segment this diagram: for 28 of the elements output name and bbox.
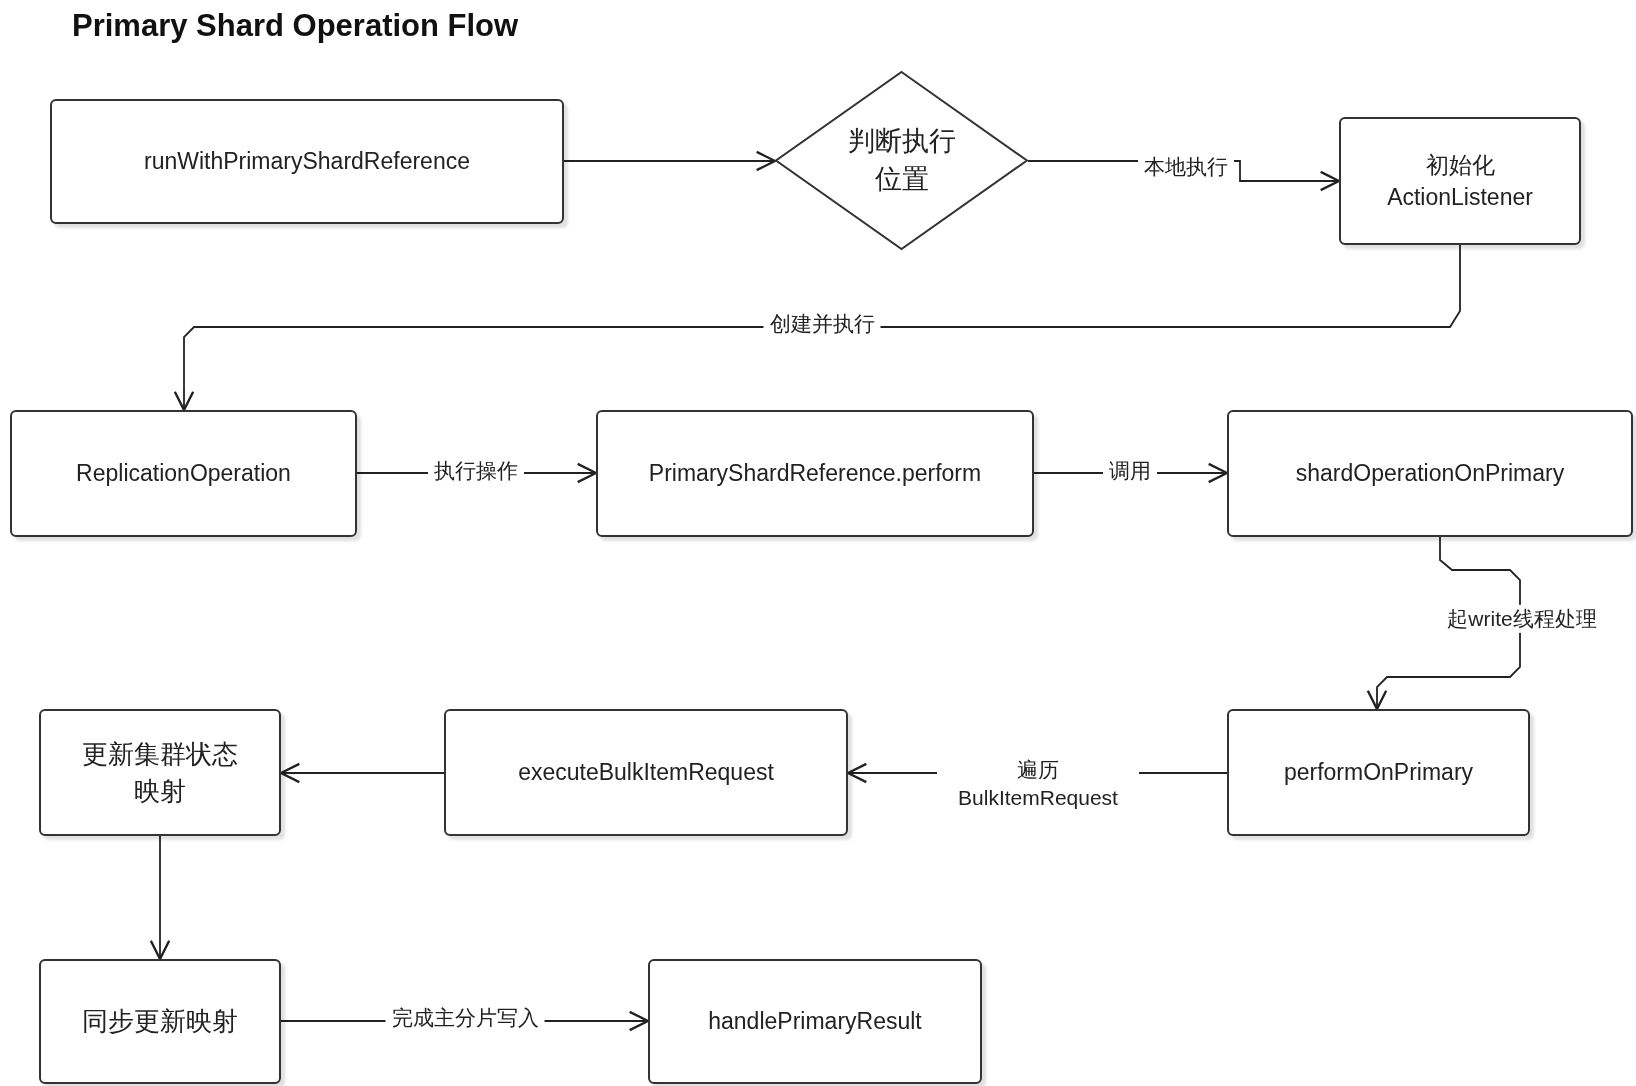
process-box (50, 99, 564, 224)
process-box (444, 709, 848, 836)
node-label: 判断执行位置 (846, 124, 957, 196)
arrow (563, 150, 777, 172)
node-label: runWithPrimaryShardReference (144, 147, 470, 177)
node-label: handlePrimaryResult (708, 1007, 922, 1037)
process-box (39, 709, 281, 836)
process-box (1227, 410, 1633, 537)
arrow (1366, 536, 1521, 711)
decision-diamond (775, 71, 1028, 250)
node-label: PrimaryShardReference.perform (648, 459, 982, 489)
node-label: executeBulkItemRequest (518, 758, 774, 788)
arrow (173, 244, 1461, 412)
arrow (149, 835, 171, 961)
node-label: performOnPrimary (1283, 758, 1474, 788)
process-box (39, 959, 281, 1084)
node-label: 同步更新映射 (82, 1005, 238, 1039)
process-box (1227, 709, 1530, 836)
diagram-title: Primary Shard Operation Flow (72, 8, 519, 44)
arrow (279, 762, 445, 784)
process-box (648, 959, 982, 1084)
process-box (596, 410, 1034, 537)
node-label: 初始化 ActionListener (1386, 150, 1534, 212)
node-label: ReplicationOperation (76, 459, 291, 489)
process-box (10, 410, 357, 537)
process-box (1339, 117, 1581, 245)
node-label: shardOperationOnPrimary (1295, 459, 1565, 489)
node-label: 更新集群状态映射 (81, 738, 239, 808)
